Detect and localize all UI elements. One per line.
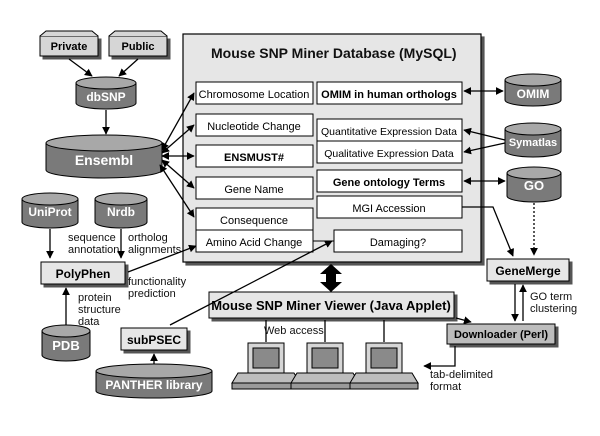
arrow	[463, 127, 506, 141]
arrow	[118, 58, 139, 77]
genemerge-label: GeneMerge	[495, 264, 561, 278]
db-viewer-double-arrow	[320, 264, 342, 292]
field-label: Nucleotide Change	[207, 121, 301, 133]
pdb-label: PDB	[52, 338, 79, 353]
viewer-box: Mouse SNP Miner Viewer (Java Applet)	[208, 291, 455, 319]
arrows	[46, 58, 538, 370]
protein-structure-label: protein structure data	[78, 292, 124, 328]
field-label: Gene Name	[224, 184, 283, 196]
ensembl-cylinder: Ensembl	[45, 134, 163, 179]
private-label: Private	[51, 41, 88, 53]
field-gene-ontology-terms: Gene ontology Terms	[316, 169, 463, 193]
field-ensmust: ENSMUST#	[195, 144, 314, 168]
public-label: Public	[121, 41, 154, 53]
omim-label: OMIM	[517, 87, 550, 101]
uniprot-cylinder: UniProt	[21, 192, 79, 229]
field-mgi-accession: MGI Accession	[316, 195, 463, 219]
database-title: Mouse SNP Miner Database (MySQL)	[211, 45, 457, 61]
private-source: Private	[39, 30, 99, 57]
pdb-cylinder: PDB	[41, 324, 91, 362]
field-chromosome-location: Chromosome Location	[195, 81, 314, 105]
tab-delimited-label: tab-delimited format	[430, 369, 496, 393]
dbsnp-cylinder: dbSNP	[75, 76, 137, 110]
field-label: Quantitative Expression Data	[321, 126, 457, 138]
symatlas-label: Symatlas	[509, 137, 557, 149]
arrow	[462, 206, 514, 257]
arrow	[463, 142, 506, 155]
go-term-clustering-label: GO term clustering	[530, 291, 577, 315]
field-label: Gene ontology Terms	[333, 177, 445, 189]
field-amino-acid-change: Amino Acid Change	[195, 229, 314, 253]
genemerge-box: GeneMerge	[486, 258, 570, 282]
omim-cylinder: OMIM	[504, 73, 562, 107]
panther-cylinder: PANTHER library	[95, 363, 213, 399]
subpsec-label: subPSEC	[127, 333, 181, 347]
field-consequence: Consequence	[195, 207, 314, 231]
field-label: ENSMUST#	[224, 152, 284, 164]
polyphen-label: PolyPhen	[56, 267, 111, 281]
ensembl-label: Ensembl	[75, 152, 133, 168]
field-label: Qualitative Expression Data	[324, 148, 454, 160]
arrow	[159, 164, 195, 218]
field-label: Chromosome Location	[199, 89, 310, 101]
arrow	[169, 240, 333, 326]
go-cylinder: GO	[506, 166, 562, 203]
field-label: OMIM in human orthologs	[321, 89, 457, 101]
field-label: Damaging?	[370, 237, 426, 249]
field-damaging: Damaging?	[333, 229, 463, 253]
field-label: Amino Acid Change	[206, 237, 303, 249]
arrow	[161, 124, 195, 154]
computer-icon	[290, 342, 360, 390]
viewer-title: Mouse SNP Miner Viewer (Java Applet)	[211, 298, 451, 313]
field-omim-human-orthologs: OMIM in human orthologs	[316, 81, 463, 105]
symatlas-cylinder: Symatlas	[504, 122, 562, 158]
nrdb-cylinder: Nrdb	[94, 192, 148, 229]
nrdb-label: Nrdb	[107, 205, 135, 219]
arrow	[127, 244, 197, 273]
uniprot-label: UniProt	[28, 205, 71, 219]
go-label: GO	[524, 178, 544, 193]
arrow	[68, 58, 93, 77]
functionality-prediction-label: functionality prediction	[128, 276, 189, 300]
subpsec-box: subPSEC	[120, 327, 188, 351]
downloader-label: Downloader (Perl)	[454, 329, 548, 341]
sequence-annotation-label: sequence annotation	[68, 232, 119, 256]
polyphen-box: PolyPhen	[40, 261, 126, 285]
field-nucleotide-change: Nucleotide Change	[195, 113, 314, 137]
panther-label: PANTHER library	[105, 378, 202, 392]
ortholog-alignments-label: ortholog alignments	[128, 232, 182, 256]
arrow	[423, 346, 456, 370]
downloader-box: Downloader (Perl)	[446, 323, 556, 345]
arrow	[455, 316, 472, 324]
field-qualitative-expression: Qualitative Expression Data	[316, 140, 463, 164]
dbsnp-label: dbSNP	[86, 90, 125, 104]
field-label: Consequence	[220, 215, 288, 227]
field-gene-name: Gene Name	[195, 176, 314, 200]
field-quantitative-expression: Quantitative Expression Data	[316, 118, 463, 142]
public-source: Public	[108, 30, 168, 57]
computer-icon	[349, 342, 419, 390]
field-label: MGI Accession	[352, 203, 425, 215]
computer-icon	[231, 342, 301, 390]
web-access-label: Web access	[264, 325, 324, 337]
